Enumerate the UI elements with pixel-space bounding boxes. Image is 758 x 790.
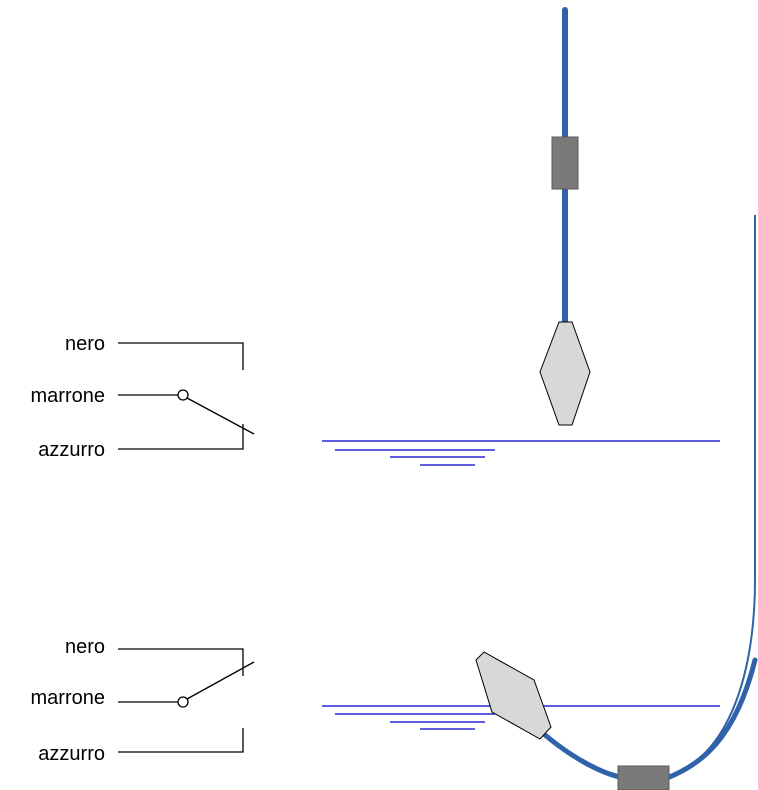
bottom-float — [475, 651, 552, 740]
top-cable-weight — [551, 136, 579, 190]
top-float — [539, 321, 591, 426]
top-wire-azzurro — [118, 424, 244, 450]
tilted-float-assembly — [475, 651, 758, 790]
bottom-cable-weight — [617, 765, 670, 790]
top-switch-schematic: nero marrone azzurro — [31, 333, 255, 461]
bottom-label-nero: nero — [65, 636, 105, 658]
bottom-switch-schematic: nero marrone azzurro — [31, 636, 255, 765]
top-label-nero: nero — [65, 333, 105, 355]
hanging-float-assembly — [539, 7, 591, 426]
top-wire-nero — [118, 342, 244, 370]
top-water-surface — [322, 440, 720, 466]
bottom-cable — [542, 732, 628, 781]
top-switch-pivot — [177, 389, 189, 401]
top-switch-blade — [186, 397, 255, 435]
top-label-azzurro: azzurro — [38, 439, 105, 461]
bottom-switch-pivot — [177, 696, 189, 708]
bottom-cable-right — [664, 657, 758, 781]
bottom-label-marrone: marrone — [31, 687, 105, 709]
bottom-label-azzurro: azzurro — [38, 743, 105, 765]
top-label-marrone: marrone — [31, 385, 105, 407]
tank-wall-cable — [659, 215, 756, 779]
bottom-wire-azzurro — [118, 728, 244, 753]
bottom-switch-blade — [186, 661, 255, 700]
bottom-wire-nero — [118, 648, 244, 676]
